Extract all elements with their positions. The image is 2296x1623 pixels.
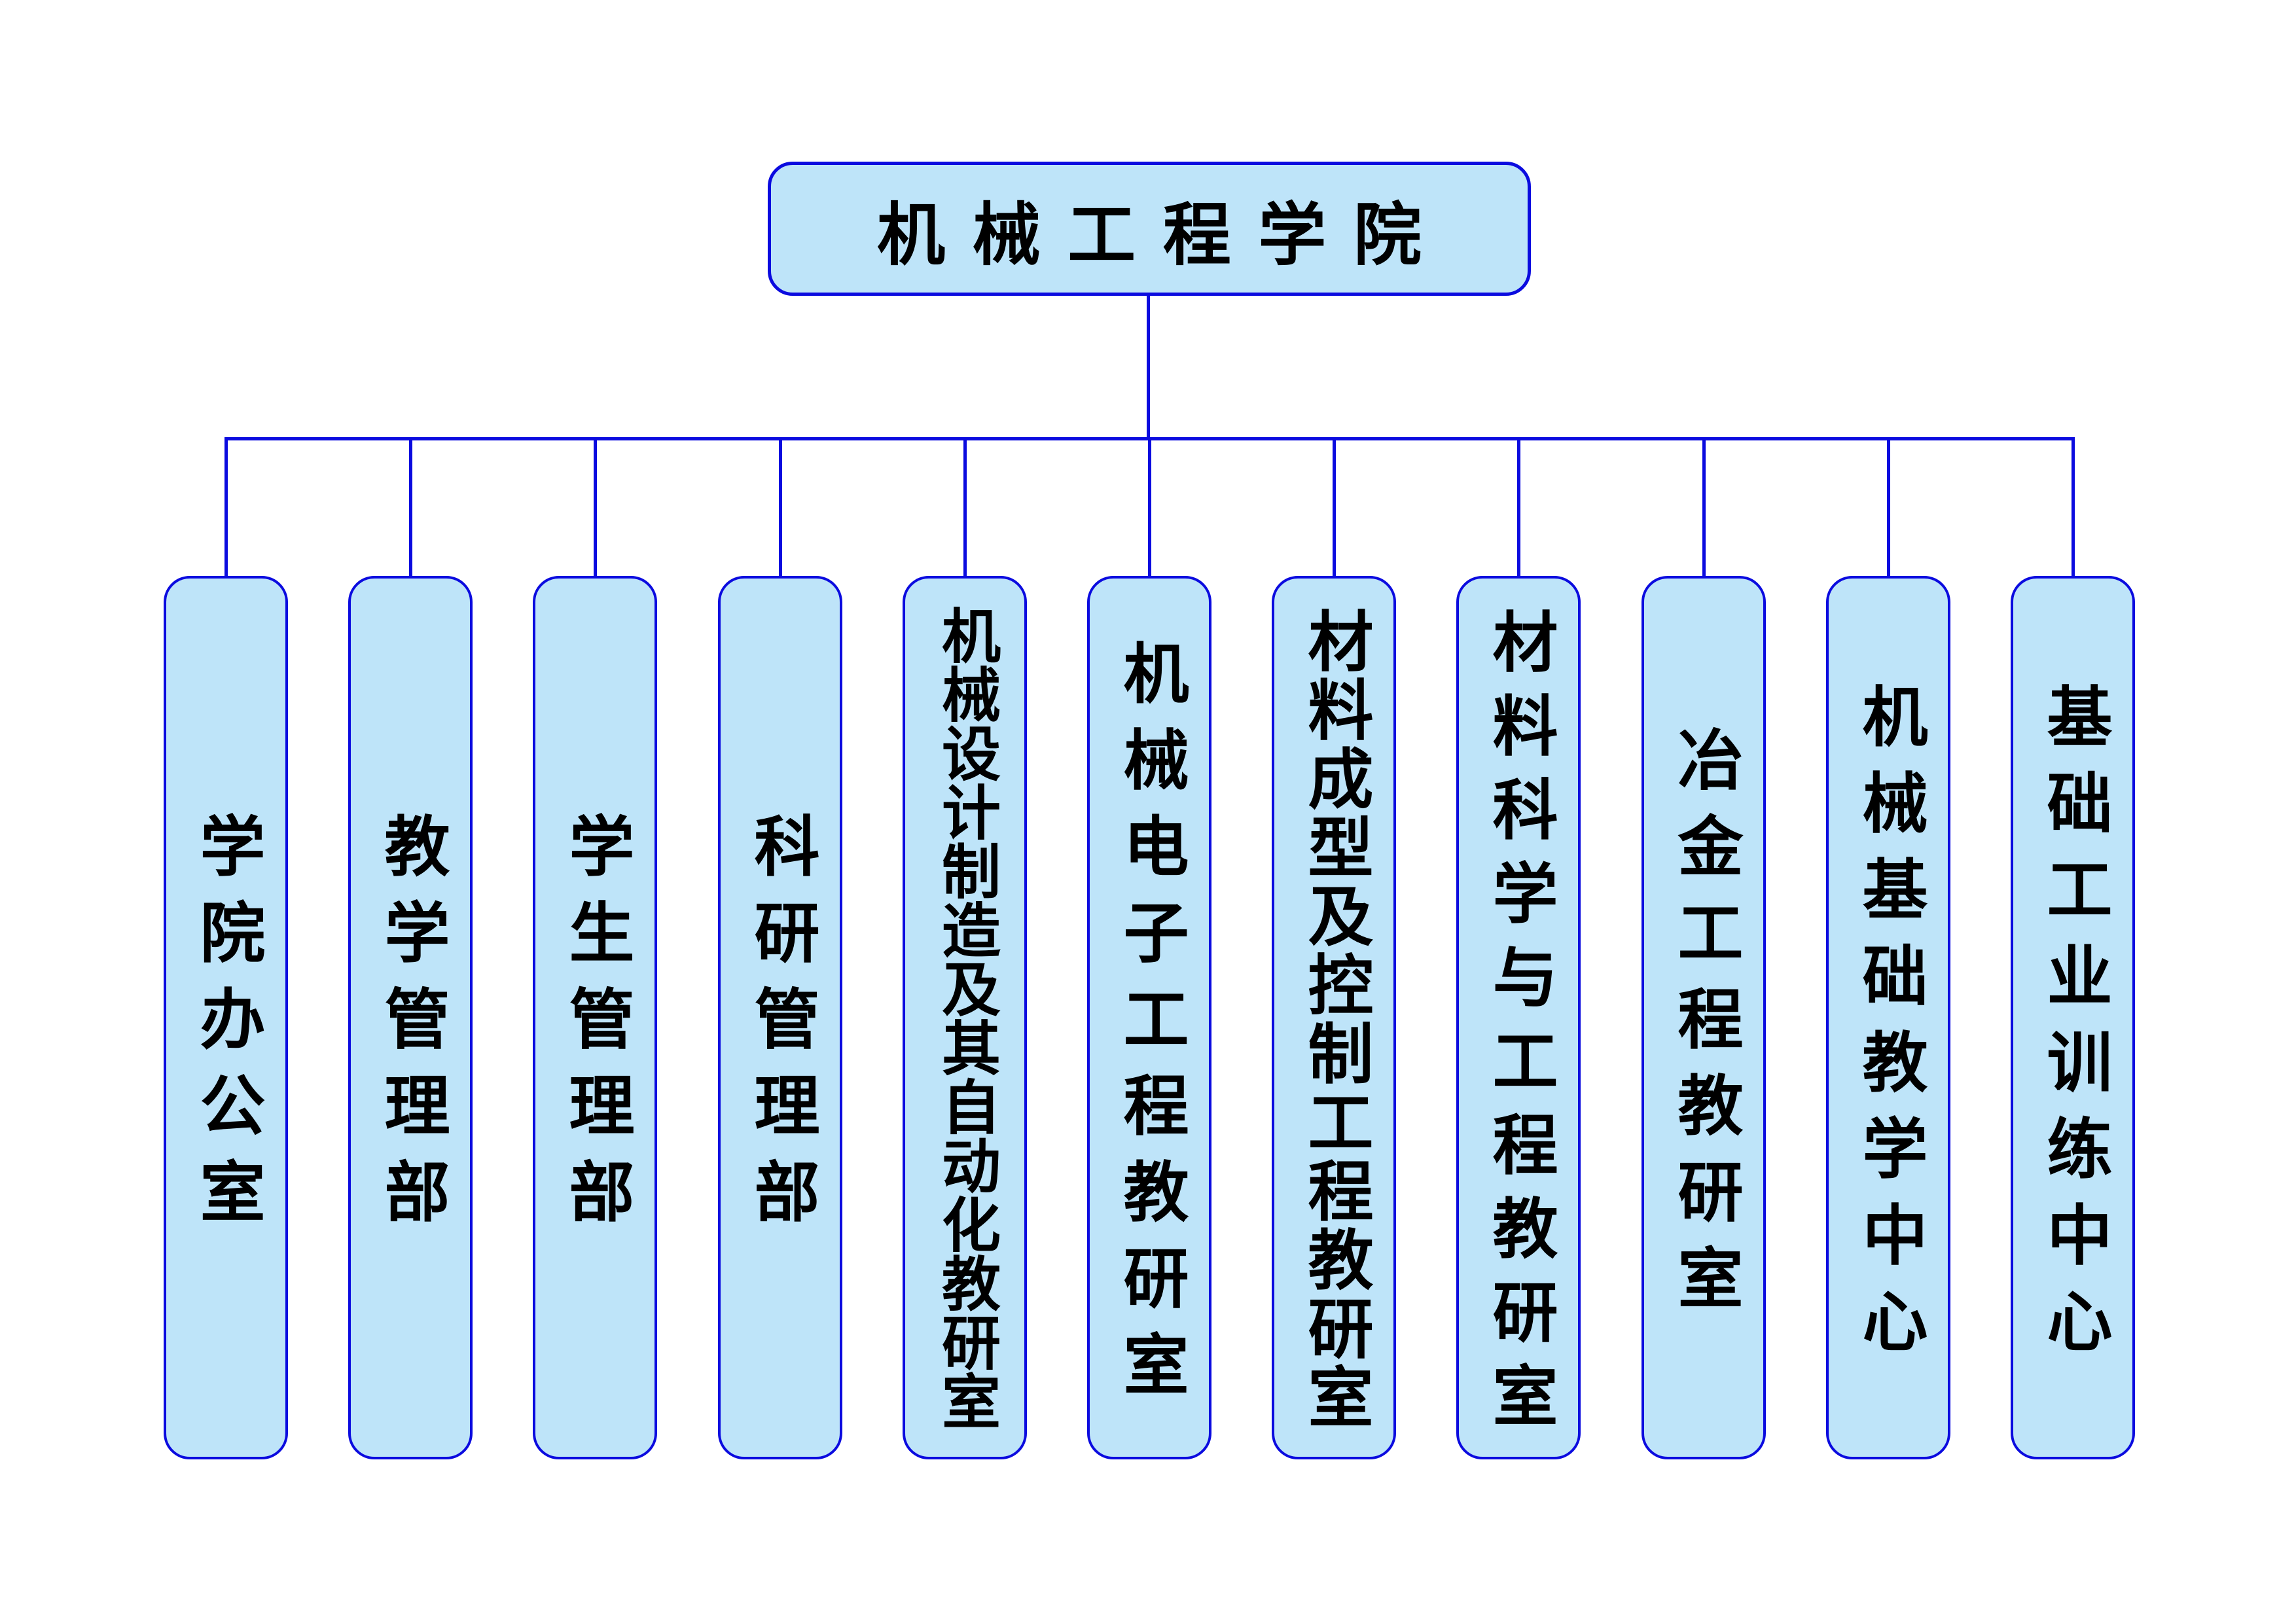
connector-stem-line bbox=[1147, 294, 1150, 440]
unit-column: 冶金工程教研室 bbox=[1641, 437, 1766, 1459]
unit-node-label: 学院办公室 bbox=[190, 812, 262, 1244]
connector-drop-line bbox=[1702, 437, 1706, 577]
unit-node-label: 机械设计制造及其自动化教研室 bbox=[933, 605, 997, 1430]
unit-column: 材料成型及控制工程教研室 bbox=[1272, 437, 1396, 1459]
unit-node-label: 教学管理部 bbox=[374, 812, 447, 1244]
unit-node-label: 机械电子工程教研室 bbox=[1113, 639, 1186, 1417]
connector-drop-line bbox=[1887, 437, 1890, 577]
unit-node-box: 学院办公室 bbox=[164, 576, 288, 1459]
connector-drop-line bbox=[779, 437, 782, 577]
unit-node-box: 教学管理部 bbox=[348, 576, 473, 1459]
unit-node-box: 基础工业训练中心 bbox=[2011, 576, 2135, 1459]
unit-column: 科研管理部 bbox=[718, 437, 842, 1459]
unit-node-label: 冶金工程教研室 bbox=[1668, 726, 1740, 1330]
unit-column: 教学管理部 bbox=[348, 437, 473, 1459]
unit-node-box: 科研管理部 bbox=[718, 576, 842, 1459]
connector-drop-line bbox=[1148, 437, 1151, 577]
unit-column: 材料科学与工程教研室 bbox=[1456, 437, 1581, 1459]
unit-column: 基础工业训练中心 bbox=[2011, 437, 2135, 1459]
unit-node-box: 机械电子工程教研室 bbox=[1087, 576, 1211, 1459]
unit-node-label: 机械基础教学中心 bbox=[1852, 683, 1925, 1374]
unit-node-label: 科研管理部 bbox=[744, 812, 817, 1244]
unit-column: 机械设计制造及其自动化教研室 bbox=[903, 437, 1027, 1459]
connector-drop-line bbox=[1517, 437, 1520, 577]
unit-column: 学生管理部 bbox=[533, 437, 657, 1459]
unit-node-label: 材料成型及控制工程教研室 bbox=[1298, 607, 1371, 1432]
unit-node-label: 学生管理部 bbox=[559, 812, 632, 1244]
unit-node-label: 基础工业训练中心 bbox=[2037, 683, 2109, 1374]
connector-drop-line bbox=[1333, 437, 1336, 577]
connector-drop-line bbox=[963, 437, 967, 577]
connector-drop-line bbox=[224, 437, 228, 577]
root-node-box: 机械工程学院 bbox=[768, 162, 1531, 296]
unit-node-box: 材料成型及控制工程教研室 bbox=[1272, 576, 1396, 1459]
unit-column: 学院办公室 bbox=[164, 437, 288, 1459]
unit-node-box: 冶金工程教研室 bbox=[1641, 576, 1766, 1459]
connector-drop-line bbox=[594, 437, 597, 577]
connector-drop-line bbox=[2072, 437, 2075, 577]
unit-node-label: 材料科学与工程教研室 bbox=[1482, 608, 1555, 1446]
unit-column: 机械电子工程教研室 bbox=[1087, 437, 1211, 1459]
unit-node-box: 机械基础教学中心 bbox=[1826, 576, 1950, 1459]
unit-node-box: 材料科学与工程教研室 bbox=[1456, 576, 1581, 1459]
unit-node-box: 学生管理部 bbox=[533, 576, 657, 1459]
unit-column: 机械基础教学中心 bbox=[1826, 437, 1950, 1459]
root-node-label: 机械工程学院 bbox=[876, 198, 1449, 274]
connector-drop-line bbox=[409, 437, 412, 577]
unit-node-box: 机械设计制造及其自动化教研室 bbox=[903, 576, 1027, 1459]
